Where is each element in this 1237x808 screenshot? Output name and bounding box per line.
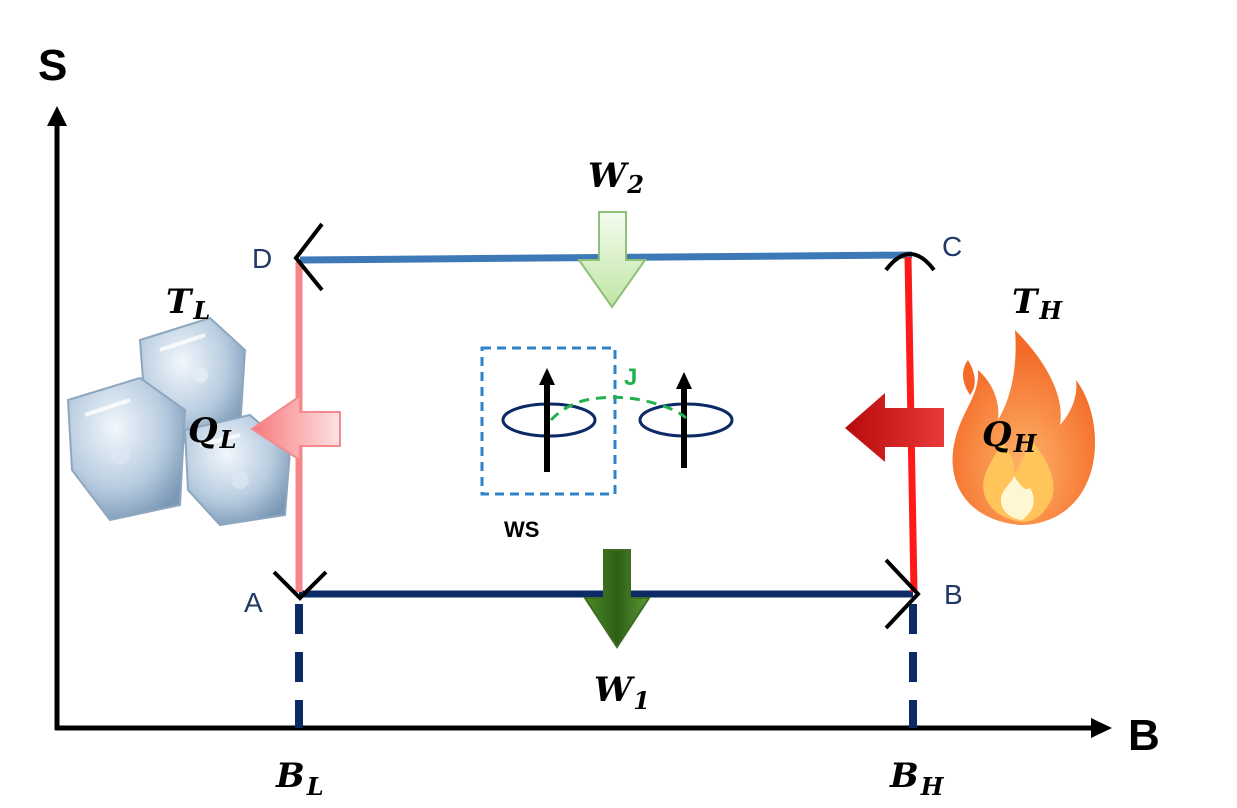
flame-icon — [952, 330, 1096, 525]
cold-reservoir-label: TL — [166, 282, 210, 325]
corner-marker-c — [884, 252, 936, 272]
work-arrow-top — [577, 211, 647, 309]
work-label-top: W2 — [588, 156, 644, 199]
heat-arrow-hot — [845, 393, 944, 462]
spin-right — [638, 372, 734, 468]
work-arrow-bottom — [583, 549, 651, 649]
field-label-low: BL — [275, 756, 324, 801]
field-label-high: BH — [889, 756, 945, 801]
corner-marker-b — [884, 558, 921, 630]
work-label-bottom: W1 — [594, 670, 650, 715]
x-axis — [55, 718, 1112, 738]
corner-label-c: C — [942, 231, 962, 262]
y-axis — [47, 106, 67, 730]
heat-label-cold: QL — [188, 411, 237, 454]
spin-left — [501, 368, 597, 472]
x-axis-label: B — [1128, 711, 1160, 760]
corner-label-d: D — [252, 243, 272, 274]
ice-cubes-icon — [66, 316, 292, 527]
working-substance-label: WS — [504, 517, 539, 542]
heat-label-hot: QH — [982, 415, 1038, 458]
corner-label-a: A — [244, 587, 263, 618]
coupling-line — [549, 395, 687, 422]
coupling-label: J — [624, 364, 637, 391]
corner-marker-d — [293, 222, 324, 292]
hot-reservoir-label: TH — [1012, 282, 1063, 325]
y-axis-label: S — [38, 41, 67, 90]
heat-arrow-cold — [250, 394, 341, 462]
corner-label-b: B — [944, 579, 963, 610]
working-substance-box — [480, 346, 617, 496]
corner-marker-a — [272, 570, 328, 601]
